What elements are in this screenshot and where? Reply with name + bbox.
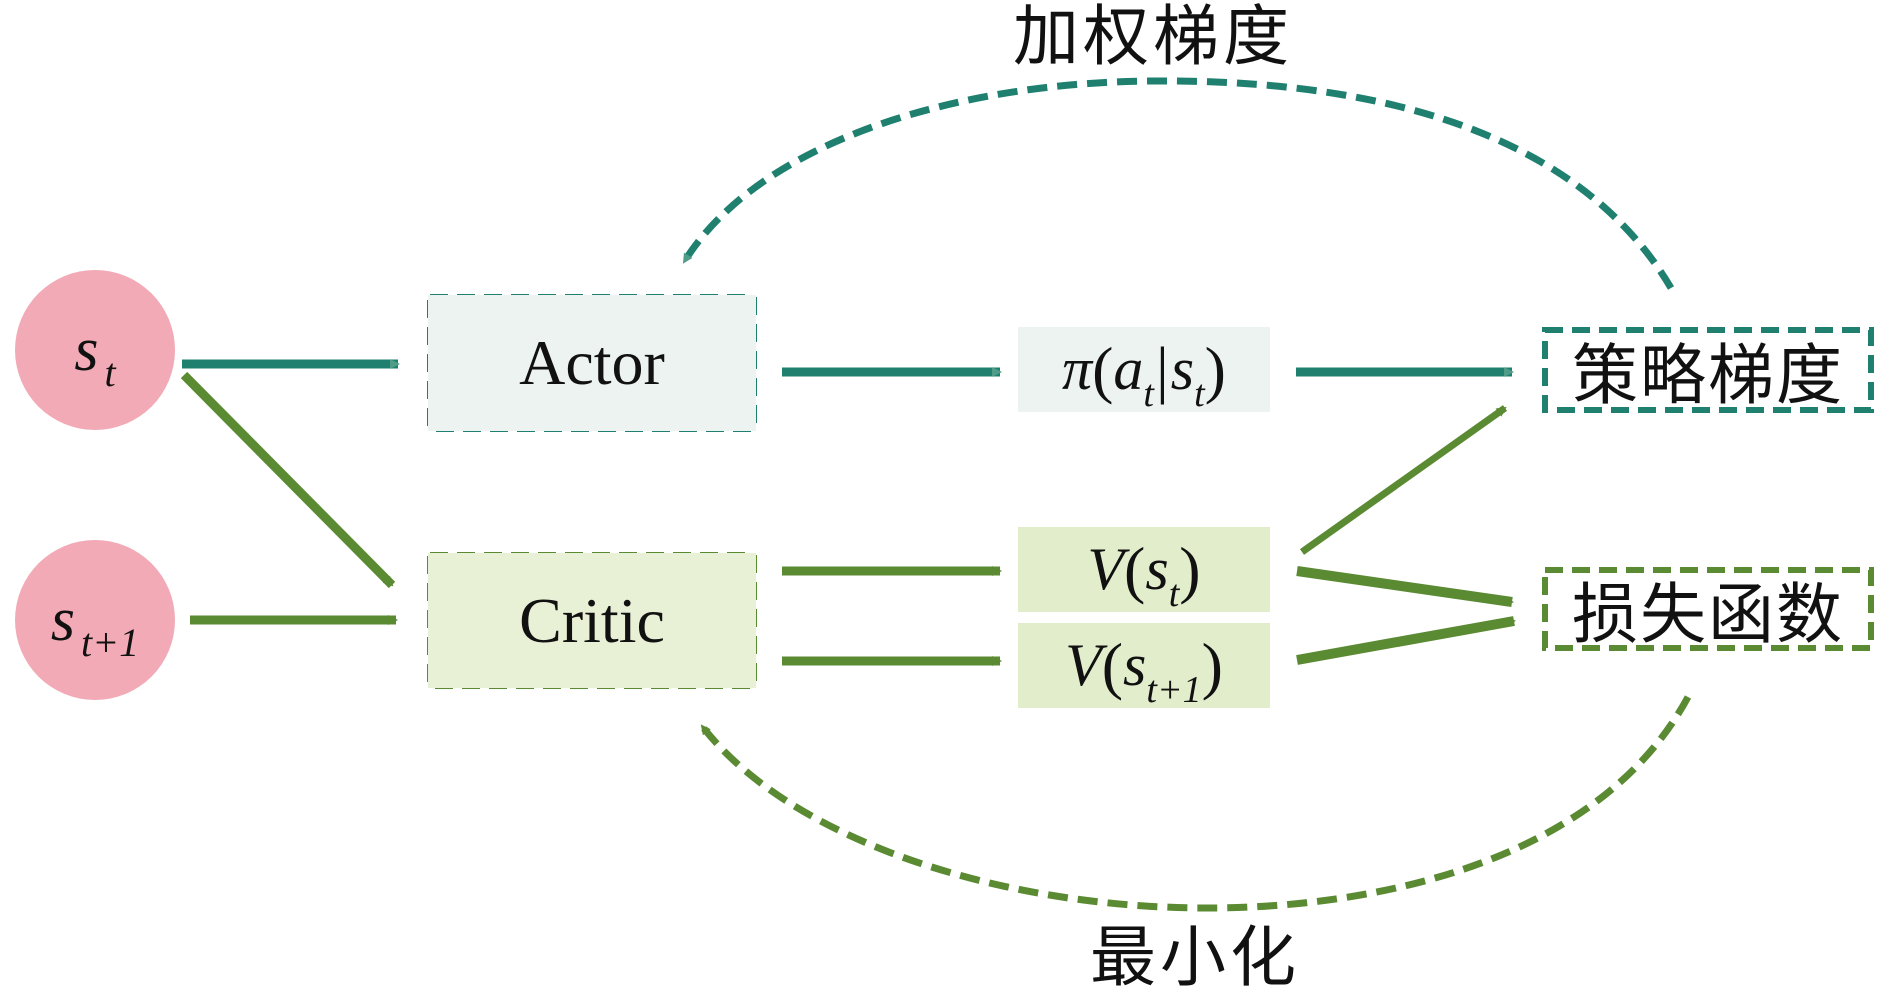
value-st-open-paren: (	[1124, 533, 1146, 605]
arrow-vst-to-loss	[1296, 566, 1514, 607]
weighted-gradient-caption: 加权梯度	[1013, 0, 1293, 75]
state-st1-subscript: t+1	[81, 619, 140, 665]
actor-label: Actor	[519, 327, 665, 398]
loss-function-label: 损失函数	[1572, 576, 1844, 653]
value-st-close-paren: )	[1179, 533, 1201, 605]
arrow-minimize-feedback	[699, 695, 1692, 912]
value-st1-open-paren: (	[1101, 629, 1124, 701]
arrow-vst-to-policy-gradient	[1299, 405, 1508, 555]
arrow-weighted-gradient-feedback	[681, 77, 1675, 290]
policy-state-subscript: t	[1194, 372, 1205, 415]
value-st1-fn: V	[1065, 632, 1102, 698]
state-st1-symbol: s	[50, 586, 76, 654]
arrow-vst1-to-loss	[1296, 616, 1516, 665]
policy-fn: π	[1062, 336, 1093, 402]
policy-close-paren: )	[1204, 333, 1226, 405]
state-st-symbol: s	[74, 316, 99, 384]
value-st1-state: s	[1123, 632, 1147, 698]
policy-state: s	[1170, 336, 1195, 402]
policy-gradient-box-border	[1542, 327, 1874, 413]
minimize-caption: 最小化	[1090, 919, 1300, 996]
loss-function-box-border	[1542, 567, 1874, 651]
value-st1-close-paren: )	[1201, 629, 1223, 701]
value-st-state: s	[1145, 536, 1169, 602]
policy-given-bar: |	[1155, 333, 1169, 405]
critic-label: Critic	[519, 584, 665, 656]
policy-action-subscript: t	[1143, 372, 1154, 415]
critic-box: Critic	[428, 553, 756, 688]
state-st-subscript: t	[104, 349, 116, 395]
policy-gradient-label: 策略梯度	[1572, 337, 1844, 414]
policy-gradient-box: 策略梯度	[1543, 328, 1873, 414]
actor-box: Actor	[428, 295, 756, 431]
value-st1-subscript: t+1	[1146, 668, 1202, 711]
value-st-subscript: t	[1168, 572, 1180, 615]
loss-function-box: 损失函数	[1543, 568, 1873, 653]
arrow-st-to-critic	[180, 371, 396, 589]
value-st-fn: V	[1087, 536, 1125, 602]
policy-open-paren: (	[1092, 333, 1114, 405]
policy-action: a	[1113, 336, 1144, 402]
